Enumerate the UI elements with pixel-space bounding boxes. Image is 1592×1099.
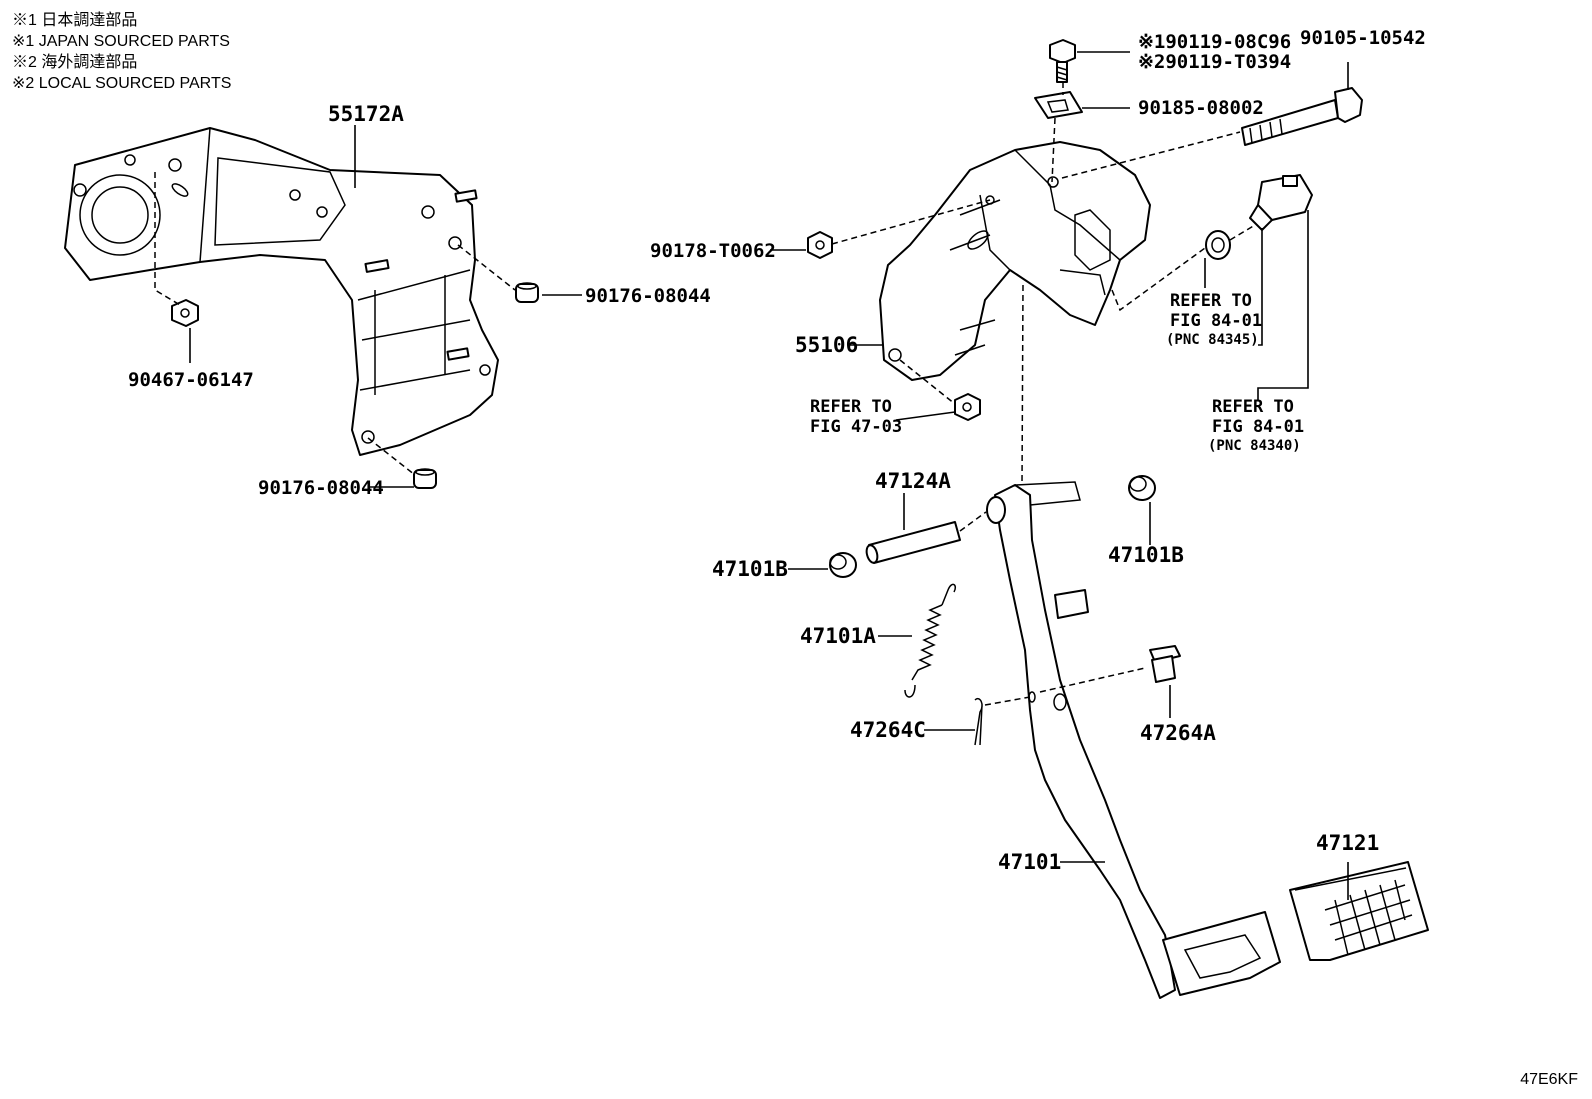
label-90178: 90178-T0062 <box>650 240 776 262</box>
clip-47264c-drawing <box>974 698 983 746</box>
switch-84340-drawing <box>1249 174 1313 231</box>
pin-47264a-drawing <box>1149 645 1181 683</box>
ref-fig8401b-line2: FIG 84-01 <box>1212 417 1304 437</box>
ref-fig8401a-line1: REFER TO <box>1170 291 1252 311</box>
legend-line-local-jp: ※2 海外調達部品 <box>12 54 138 71</box>
label-55106: 55106 <box>795 333 858 357</box>
clip-90185-drawing <box>1034 91 1083 119</box>
legend-line-local-en: ※2 LOCAL SOURCED PARTS <box>12 75 232 92</box>
label-90176-upper: 90176-08044 <box>585 285 711 307</box>
label-47121: 47121 <box>1316 831 1379 855</box>
legend: ※1 日本調達部品 ※1 JAPAN SOURCED PARTS ※2 海外調達… <box>12 10 231 94</box>
ref-fig8401a-line2: FIG 84-01 <box>1170 311 1262 331</box>
label-47101b-left: 47101B <box>712 557 788 581</box>
label-47101b-right: 47101B <box>1108 543 1184 567</box>
grommet-84345-drawing <box>1205 230 1231 260</box>
bracket-55172a-drawing <box>64 127 499 456</box>
ref-fig8401b-pnc: (PNC 84340) <box>1208 438 1301 454</box>
ref-fig4703-line2: FIG 47-03 <box>810 417 902 437</box>
nut-90178-drawing <box>807 231 833 259</box>
label-47124a: 47124A <box>875 469 951 493</box>
label-47264c: 47264C <box>850 718 926 742</box>
label-90467: 90467-06147 <box>128 369 254 391</box>
label-55172a: 55172A <box>328 102 404 126</box>
label-47264a: 47264A <box>1140 721 1216 745</box>
nut-90467-drawing <box>171 299 199 327</box>
label-90185: 90185-08002 <box>1138 97 1264 119</box>
ref-fig8401b-line1: REFER TO <box>1212 397 1294 417</box>
bolt-90119-drawing <box>1049 39 1076 83</box>
ref-fig4703-line1: REFER TO <box>810 397 892 417</box>
spring-47101a-drawing <box>904 583 957 698</box>
bushing-47101b-right-drawing <box>1128 475 1156 501</box>
ref-fig8401a-pnc: (PNC 84345) <box>1166 332 1259 348</box>
label-90105: 90105-10542 <box>1300 27 1426 49</box>
label-90119-japan: ※190119-08C96 <box>1138 31 1291 53</box>
pedal-47101-drawing <box>986 481 1281 999</box>
label-47101: 47101 <box>998 850 1061 874</box>
legend-line-japan-en: ※1 JAPAN SOURCED PARTS <box>12 33 230 50</box>
legend-line-japan-jp: ※1 日本調達部品 <box>12 12 138 29</box>
nut-4703-drawing <box>954 393 981 421</box>
nut-90176-upper-drawing <box>515 282 539 303</box>
pad-47121-drawing <box>1289 861 1429 961</box>
pin-47124a-drawing <box>865 521 961 564</box>
label-90176-lower: 90176-08044 <box>258 477 384 499</box>
label-90119-local: ※290119-T0394 <box>1138 51 1291 73</box>
diagram-code: 47E6KF <box>1520 1071 1578 1088</box>
bracket-55106-drawing <box>879 141 1151 381</box>
nut-90176-lower-drawing <box>413 468 437 489</box>
bushing-47101b-left-drawing <box>829 552 857 578</box>
label-47101a: 47101A <box>800 624 876 648</box>
bolt-90105-drawing <box>1241 87 1363 146</box>
